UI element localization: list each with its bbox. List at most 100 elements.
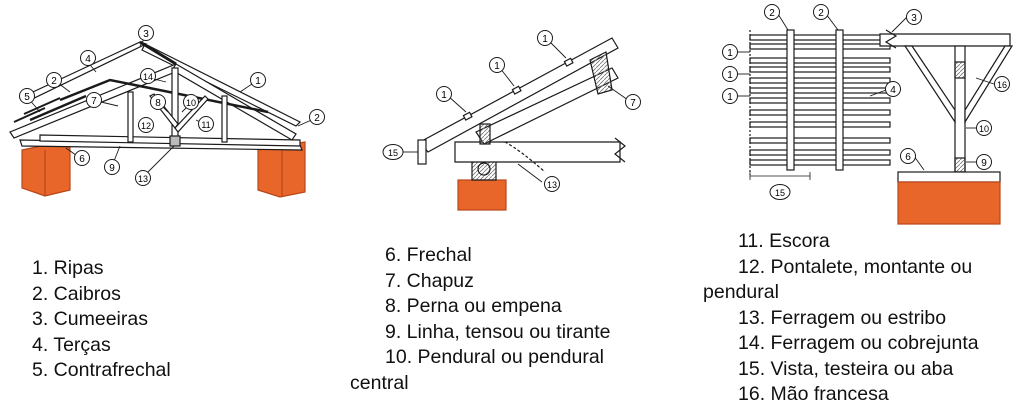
legend-item: 11. Escora [738,230,830,252]
legend-item: 9. Linha, tensou ou tirante [385,320,611,343]
callout-6: 6 [900,148,916,164]
section-detail-figure [738,13,1014,225]
svg-text:13: 13 [138,174,148,184]
callout-9: 9 [976,154,992,170]
svg-text:2: 2 [769,8,775,19]
legend-item: 8. Perna ou empena [385,295,562,317]
callout-1: 1 [250,72,266,88]
callout-1: 1 [489,57,505,73]
legend-item: 16. Mão francesa [738,383,889,405]
knee-brace [964,45,1014,125]
legend-column-2: 6. Frechal 7. Chapuz 8. Perna ou empena … [350,243,611,396]
svg-text:10: 10 [979,124,989,134]
svg-text:3: 3 [911,13,917,24]
legend-item: 12. Pontalete, montante ou [738,255,973,278]
wall-block [457,179,507,211]
svg-text:1: 1 [494,61,500,72]
callout-6: 6 [74,150,90,166]
frechal [897,171,1001,183]
left-wall [21,139,71,197]
tie-beam [879,33,1011,47]
svg-text:2: 2 [818,8,824,19]
wall-block [897,181,1001,225]
svg-text:1: 1 [441,90,447,101]
callout-11: 11 [198,116,214,132]
small-block [479,123,491,145]
legend-item: 3. Cumeeiras [32,308,148,330]
legend-item-continuation: pendural [703,281,779,303]
legend-column-1: 1. Ripas 2. Caibros 3. Cumeeiras 4. Terç… [32,256,171,384]
chapuz-block [589,51,613,95]
svg-text:6: 6 [905,152,911,163]
legend-item-continuation: central [350,371,409,394]
callout-14: 14 [140,68,156,84]
callout-7: 7 [86,92,102,108]
svg-text:9: 9 [981,158,987,169]
legend-item: 7. Chapuz [385,269,474,292]
rear-right-rafter [141,43,302,127]
callout-2: 2 [813,4,829,20]
callout-10: 10 [183,94,199,110]
svg-text:1: 1 [542,34,548,45]
purlin [29,94,87,122]
callout-13: 13 [135,170,151,186]
legend-item: 10. Pendural ou pendural [385,346,605,368]
figure3-callouts: 2 2 3 1 1 1 4 16 10 6 9 15 [722,4,1010,200]
callout-15: 15 [769,184,791,200]
svg-text:14: 14 [143,72,153,82]
callout-12: 12 [138,117,154,133]
metal-strap [169,135,181,147]
svg-text:13: 13 [547,180,557,190]
legend-item: 14. Ferragem ou cobrejunta [738,332,979,354]
legend-item: 13. Ferragem ou estribo [738,306,947,329]
rear-left-rafter [18,41,148,103]
callout-1: 1 [722,66,738,82]
batten [13,97,61,123]
eave-detail-figure [402,37,629,211]
rafter [786,29,795,171]
svg-text:1: 1 [255,76,261,87]
svg-text:2: 2 [51,76,57,87]
fascia [417,139,427,165]
callout-5: 5 [19,88,35,104]
svg-text:5: 5 [24,92,30,103]
callout-3: 3 [906,9,922,25]
legend-item: 15. Vista, testeira ou aba [738,357,954,380]
svg-text:1: 1 [727,92,733,103]
callout-13: 13 [544,176,560,192]
svg-text:8: 8 [155,98,161,109]
svg-text:6: 6 [79,154,85,165]
king-post [171,67,179,145]
figure2-callouts: 1 1 1 7 15 13 [382,30,641,192]
callout-16: 16 [994,76,1010,92]
callout-10: 10 [976,120,992,136]
callout-7: 7 [625,94,641,110]
svg-text:11: 11 [201,120,210,130]
legend-item: 1. Ripas [32,257,104,279]
callout-3: 3 [138,25,154,41]
truss-perspective-figure [9,35,317,198]
legend-item: 5. Contrafrechal [32,359,171,381]
svg-text:12: 12 [141,121,151,131]
legend-item: 2. Caibros [32,282,121,305]
legend-item: 4. Terças [32,333,111,356]
callout-1: 1 [537,30,553,46]
callout-8: 8 [150,94,166,110]
svg-text:7: 7 [91,96,97,107]
purlin [59,78,269,114]
svg-text:4: 4 [85,54,91,65]
left-post [127,91,134,143]
knee-brace [903,45,956,125]
callout-2: 2 [764,4,780,20]
svg-text:16: 16 [997,80,1007,90]
callout-4: 4 [885,81,901,97]
callout-2: 2 [46,72,62,88]
legend-item: 6. Frechal [385,244,472,266]
legend-column-3: 11. Escora 12. Pontalete, montante ou pe… [703,229,979,408]
svg-text:1: 1 [727,70,733,81]
battens [749,34,891,166]
svg-text:10: 10 [186,98,196,108]
svg-text:15: 15 [775,188,785,198]
callout-15: 15 [382,144,404,160]
